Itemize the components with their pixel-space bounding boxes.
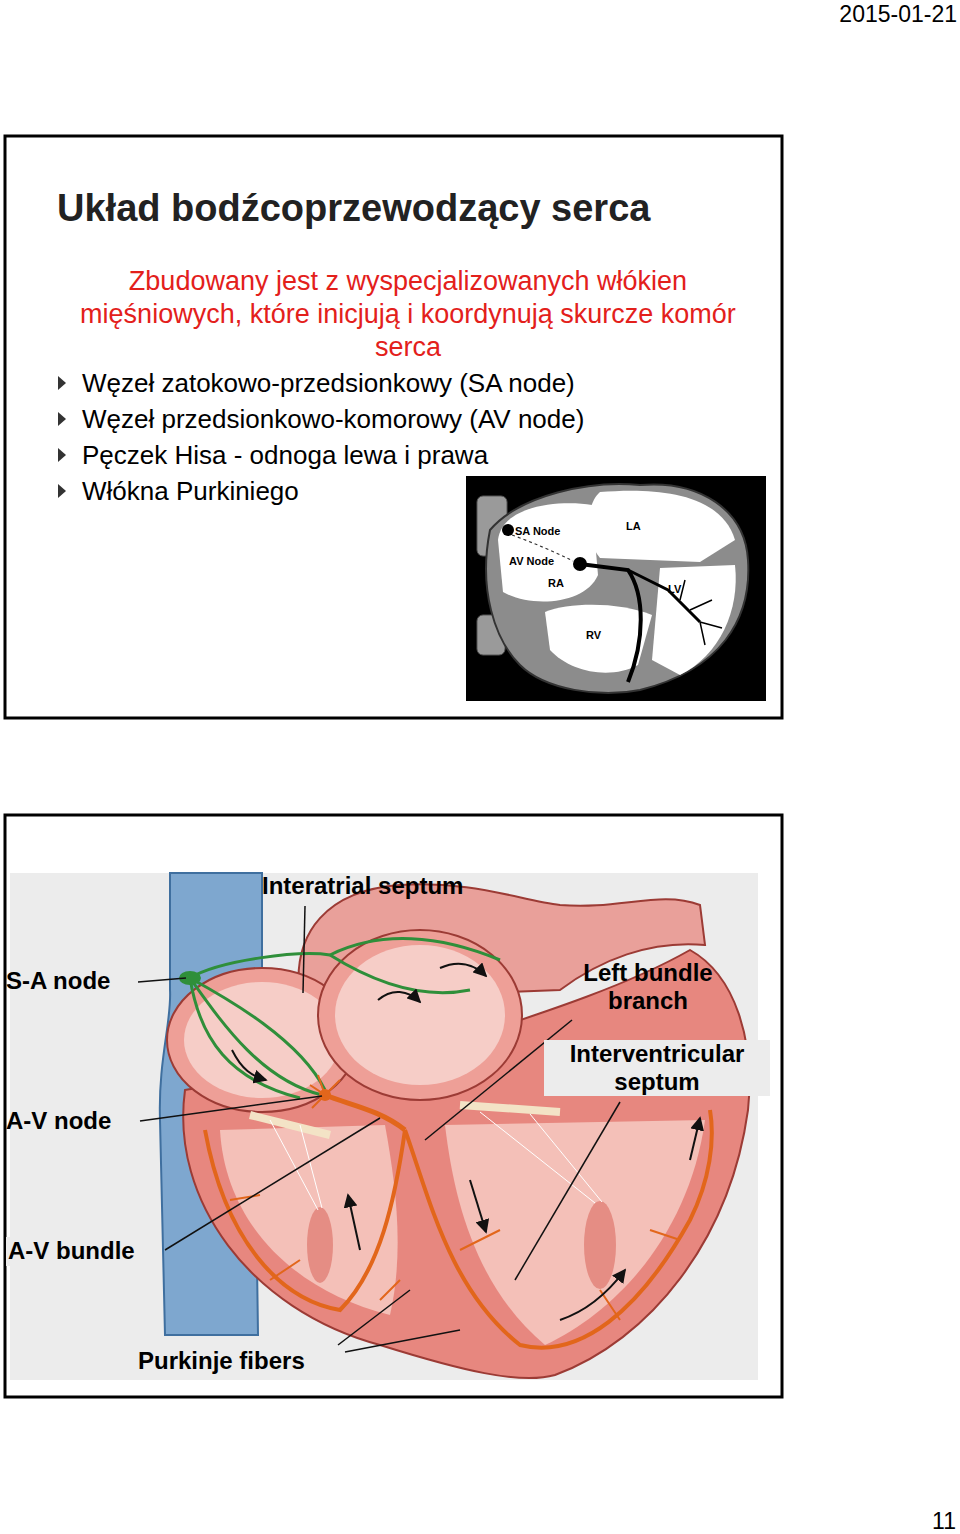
green-tract: [190, 954, 330, 978]
heart-illustration: [10, 873, 758, 1380]
bullet-marker: [58, 448, 66, 462]
leader-line: [345, 1330, 460, 1352]
bullet-marker: [58, 376, 66, 390]
flow-arrow: [440, 964, 486, 976]
bullet-marker: [58, 412, 66, 426]
av-node: [319, 1089, 331, 1101]
leader-line: [138, 978, 186, 982]
papillary-muscle: [584, 1201, 616, 1289]
heart-outline: [486, 484, 748, 693]
chamber-label: RV: [586, 629, 601, 642]
left-atrium: [318, 930, 522, 1100]
flow-arrows: [232, 964, 700, 1320]
purkinje-twigs: [680, 580, 722, 645]
green-tract: [330, 955, 470, 993]
papillary-muscle: [307, 1207, 333, 1283]
part-label: AV Node: [509, 555, 554, 568]
conduction-fibers: [205, 1075, 712, 1348]
slide-frame: [5, 136, 782, 718]
part-label: Purkinje fibers: [138, 1347, 305, 1376]
leader-line: [140, 1096, 322, 1121]
bullet-item: Węzeł przedsionkowo-komorowy (AV node): [82, 404, 584, 435]
part-label: Interatrial septum: [262, 872, 463, 901]
part-label: SA Node: [515, 525, 560, 538]
part-label: A-V node: [6, 1107, 111, 1136]
leader-line: [338, 1290, 410, 1345]
slide-title: Układ bodźcoprzewodzący serca: [57, 186, 650, 232]
bullet-item: Włókna Purkiniego: [82, 476, 299, 507]
flow-arrow: [378, 992, 420, 1002]
right-ventricle-cavity: [220, 1125, 398, 1315]
part-label: Interventricular septum: [544, 1040, 770, 1096]
page-number: 11: [932, 1508, 956, 1534]
chamber-label: LV: [668, 583, 681, 596]
right-branch: [205, 1130, 405, 1310]
leader-line: [165, 1118, 380, 1250]
slide-frame: [5, 815, 782, 1397]
part-label: S-A node: [6, 967, 110, 996]
bullet-marker: [58, 484, 66, 498]
bundle-branch: [628, 570, 700, 622]
bullet-markers: [58, 376, 66, 498]
page-date: 2015-01-21: [839, 1, 957, 29]
leader-line: [515, 1102, 620, 1280]
left-atrium: [589, 491, 735, 562]
green-tract: [190, 978, 300, 1098]
chamber-label: RA: [548, 577, 564, 590]
bullet-item: Pęczek Hisa - odnoga lewa i prawa: [82, 440, 488, 471]
flow-arrow: [232, 1050, 266, 1080]
image-background: [466, 476, 766, 701]
heart-schematic: [466, 476, 766, 701]
bullet-item: Węzeł zatokowo-przedsionkowy (SA node): [82, 368, 575, 399]
internodal-tracts: [190, 939, 500, 1098]
flow-arrow: [690, 1118, 700, 1160]
flow-arrow: [348, 1195, 360, 1250]
purkinje-twigs: [230, 1075, 680, 1320]
part-label: A-V bundle: [6, 1237, 137, 1266]
intro-text: Zbudowany jest z wyspecjalizowanych włók…: [68, 265, 748, 364]
sa-node-dot: [502, 524, 514, 536]
left-branch: [405, 1110, 712, 1348]
illustration-background: [10, 873, 758, 1380]
his-bundle: [580, 564, 641, 682]
left-atrium-cavity: [335, 945, 505, 1085]
right-atrium: [498, 503, 598, 601]
flow-arrow: [470, 1180, 486, 1232]
leader-lines: [138, 906, 620, 1352]
left-ventricle: [652, 565, 736, 675]
leader-line: [303, 906, 305, 993]
green-tract: [330, 939, 500, 960]
flow-arrow: [560, 1270, 625, 1320]
av-bundle: [325, 1095, 405, 1130]
green-tract: [190, 978, 325, 1090]
right-atrium-cavity: [184, 982, 340, 1098]
part-label: Left bundle branch: [563, 959, 733, 1015]
chamber-label: LA: [626, 520, 641, 533]
chordae: [270, 1112, 602, 1210]
